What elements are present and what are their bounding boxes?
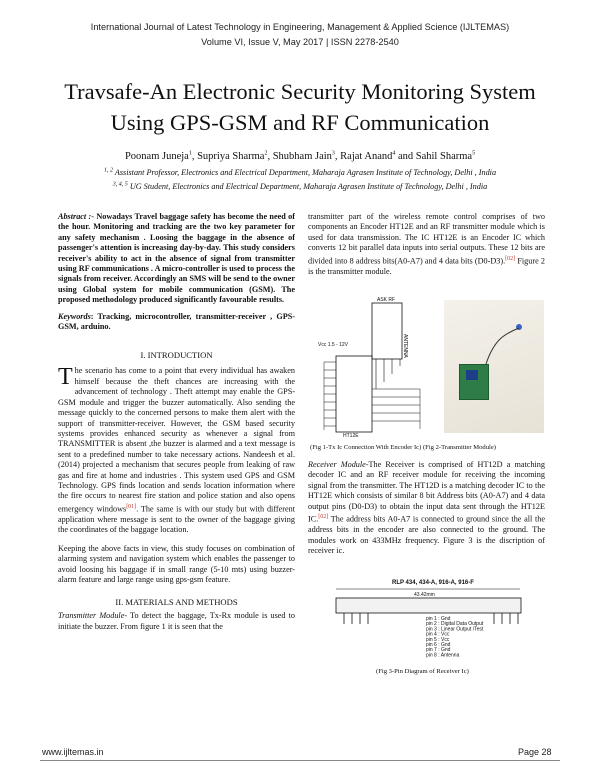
pin-label: pin 7 : Gnd: [426, 647, 451, 653]
abstract: Abstract :- Nowadays Travel baggage safe…: [58, 212, 295, 306]
authors: Poonam Juneja1, Supriya Sharma2, Shubham…: [0, 150, 600, 163]
author-name: , Rajat Anand: [334, 151, 393, 162]
author-name: , Supriya Sharma: [191, 151, 265, 162]
figure-3-caption: (Fig 3-Pin Diagram of Receiver Ic): [376, 668, 469, 675]
intro-text-end: . The same is with our study but with di…: [58, 504, 295, 535]
vcc-label: Vcc 1.5 - 12V: [318, 342, 349, 348]
abstract-label: Abstract :-: [58, 212, 95, 221]
affiliation-1: 1, 2 Assistant Professor, Electronics an…: [0, 167, 600, 177]
fig1-circuit-diagram: ASK RF ANTENNA Vcc 1.5 - 12V HT12E: [310, 294, 438, 439]
affiliation-text: UG Student, Electronics and Electrical D…: [127, 182, 488, 191]
pin-label: pin 5 : Vcc: [426, 637, 450, 643]
author-index: 3: [331, 150, 335, 157]
keywords: Keywords: Tracking, microcontroller, tra…: [58, 312, 295, 333]
antenna-label: ANTENNA: [402, 334, 408, 359]
intro-text: he scenario has come to a point that eve…: [58, 366, 295, 514]
transmitter-continued-text: transmitter part of the wireless remote …: [308, 212, 545, 266]
transmitter-label: Transmitter Module: [58, 611, 125, 621]
rf-transmitter-box: [371, 302, 403, 360]
battery-image: [466, 370, 478, 380]
footer-rule: [40, 760, 560, 761]
ic-label: HT12E: [343, 433, 359, 439]
fig2-transmitter-photo: [444, 300, 544, 433]
author-name: , Shubham Jain: [267, 151, 332, 162]
journal-website[interactable]: www.ijltemas.in: [42, 747, 104, 757]
author-index: 4: [392, 150, 396, 157]
affiliation-2: 3, 4, 5 UG Student, Electronics and Elec…: [0, 181, 600, 191]
affiliation-text: Assistant Professor, Electronics and Ele…: [112, 168, 497, 177]
wire-image: [485, 327, 520, 365]
author-name: Poonam Juneja: [124, 151, 189, 162]
paper-title-line-1: Travsafe-An Electronic Security Monitori…: [64, 79, 536, 104]
pin-label: pin 1 : Gnd: [426, 616, 451, 622]
left-column: Abstract :- Nowadays Travel baggage safe…: [58, 212, 295, 632]
width-label: 43.42mm: [414, 592, 435, 598]
volume-issue: Volume VI, Issue V, May 2017 | ISSN 2278…: [201, 37, 399, 47]
citation: [02]: [318, 514, 329, 521]
citation: [02]: [505, 255, 516, 262]
author-index: 5: [472, 150, 476, 157]
receiver-label: Receiver Module: [308, 460, 366, 469]
author-index: 2: [264, 150, 268, 157]
receiver-model-label: RLP 434, 434-A, 916-A, 916-F: [392, 580, 474, 586]
page-number: Page 28: [518, 747, 552, 757]
transmitter-continued-paragraph: transmitter part of the wireless remote …: [308, 212, 545, 277]
receiver-section: Receiver Module-The Receiver is comprise…: [308, 460, 545, 556]
affiliation-index: 3, 4, 5: [112, 181, 128, 188]
pin-label: pin 2 : Digital Data Output: [426, 621, 484, 627]
ic-pins: [323, 361, 421, 430]
abstract-text: Nowadays Travel baggage safety has becom…: [58, 212, 295, 305]
pin-label: pin 4 : Vcc: [426, 632, 450, 638]
transmitter-continued-end: Figure 2 is the transmitter module.: [308, 256, 545, 276]
receiver-board: [335, 597, 522, 614]
right-column: transmitter part of the wireless remote …: [308, 212, 545, 277]
journal-name: International Journal of Latest Technolo…: [90, 22, 510, 32]
author-name: and Sahil Sharma: [395, 151, 473, 162]
cable-connector-image: [516, 324, 522, 330]
receiver-text: -The Receiver is comprised of HT12D a ma…: [308, 460, 545, 524]
receiver-text-end: The address bits A0-A7 is connected to g…: [308, 514, 545, 555]
paper-title-line-2: Using GPS-GSM and RF Communication: [110, 110, 490, 135]
keywords-text: : Tracking, microcontroller, transmitter…: [58, 311, 295, 332]
introduction-paragraph-2: Keeping the above facts in view, this st…: [58, 543, 295, 584]
pin-label: pin 6 : Gnd: [426, 642, 451, 648]
author-index: 1: [188, 150, 192, 157]
receiver-paragraph: Receiver Module-The Receiver is comprise…: [308, 460, 545, 556]
affiliation-index: 1, 2: [103, 167, 113, 174]
receiver-pins: [343, 613, 519, 624]
transmitter-paragraph: Transmitter Module- To detect the baggag…: [58, 611, 295, 632]
section-introduction-title: I. INTRODUCTION: [140, 350, 213, 361]
figure-1-2-caption: (Fig 1-Tx Ic Connection With Encoder Ic)…: [310, 444, 496, 451]
rf-transmitter-label: ASK RF: [377, 297, 395, 303]
drop-cap: T: [58, 364, 73, 391]
fig3-receiver-pin-diagram: RLP 434, 434-A, 916-A, 916-F 43.42mm pin…: [335, 580, 522, 658]
citation: [01]: [126, 503, 137, 510]
section-methods-title: II. MATERIALS AND METHODS: [115, 597, 238, 608]
pin-label: pin 8 : Antenna: [426, 652, 460, 658]
keywords-label: Keywords: [58, 311, 91, 321]
pin-label: pin 3 : Linear Output /Test: [426, 626, 484, 632]
transmitter-text: - To detect the baggage, Tx-Rx module is…: [58, 611, 295, 631]
